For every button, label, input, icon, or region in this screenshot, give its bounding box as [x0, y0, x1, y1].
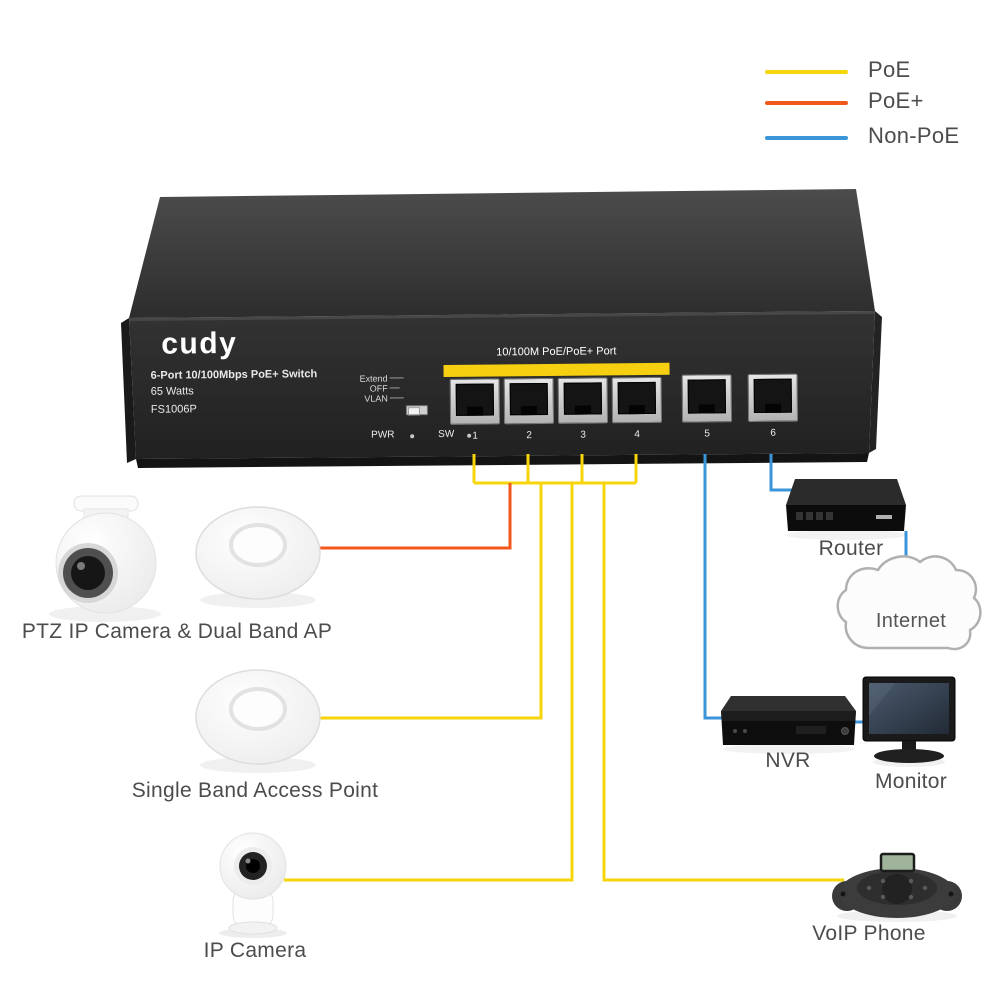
- ethernet-port-4: [611, 376, 663, 424]
- non-poe-wire-router: [769, 454, 792, 492]
- port-number-4: 4: [634, 429, 640, 441]
- port-number-3: 3: [580, 429, 586, 441]
- port-number-6: 6: [770, 427, 776, 439]
- dip-label-extend: Extend: [359, 373, 388, 384]
- legend-line-poe: [765, 70, 848, 74]
- label-monitor: Monitor: [874, 770, 948, 793]
- poe-wire-voip-phone: [602, 483, 844, 882]
- legend-label-non-poe: Non-PoE: [868, 123, 960, 148]
- dip-tick: [389, 387, 400, 389]
- legend-line-non-poe: [765, 136, 848, 140]
- single-band-ap-illustration: [195, 669, 321, 773]
- router-illustration: [786, 479, 906, 540]
- poe-wire-ip-camera: [284, 483, 574, 882]
- legend-label-poe-plus: PoE+: [868, 88, 924, 113]
- voip-phone-illustration: [832, 852, 962, 922]
- legend-line-poe-plus: [765, 101, 848, 105]
- ip-camera-illustration: [219, 832, 287, 938]
- dip-label-off: OFF: [369, 383, 388, 394]
- label-single-ap: Single Band Access Point: [131, 779, 379, 802]
- label-internet: Internet: [875, 610, 947, 632]
- poe-port-group-bar: [443, 362, 670, 377]
- ethernet-port-2: [503, 377, 555, 425]
- label-nvr: NVR: [765, 749, 811, 772]
- dip-tick: [389, 377, 404, 379]
- connection-wires: [284, 454, 908, 882]
- ptz-camera-illustration: [49, 495, 161, 622]
- switch-title: 6-Port 10/100Mbps PoE+ Switch: [150, 368, 318, 382]
- brand-logo: cudy: [161, 326, 238, 361]
- port-number-1: 1: [472, 430, 479, 442]
- internet-cloud-illustration: [836, 555, 982, 651]
- dip-tick: [389, 397, 404, 399]
- pwr-led-label: PWR: [371, 429, 395, 441]
- label-ptz-and-ap: PTZ IP Camera & Dual Band AP: [21, 620, 333, 643]
- ethernet-port-5: [681, 374, 733, 423]
- label-ip-camera: IP Camera: [203, 939, 307, 962]
- dip-switch-toggle: [405, 405, 428, 416]
- poe-port-group-label: 10/100M PoE/PoE+ Port: [496, 345, 617, 359]
- port-number-2: 2: [526, 430, 533, 442]
- ethernet-port-6: [747, 373, 799, 423]
- label-voip-phone: VoIP Phone: [812, 922, 926, 945]
- port-number-5: 5: [704, 428, 710, 440]
- monitor-illustration: [862, 676, 956, 767]
- switch-watts: 65 Watts: [150, 385, 194, 398]
- label-router: Router: [818, 537, 884, 560]
- poe-plus-wire-dual-ap: [320, 483, 512, 550]
- poe-wire-stubs-and-bus: [472, 454, 638, 485]
- legend-label-poe: PoE: [868, 57, 911, 82]
- poe-wire-single-ap: [320, 483, 543, 720]
- dual-band-ap-illustration: [195, 506, 321, 608]
- switch-model: FS1006P: [150, 403, 197, 416]
- pwr-led: [410, 434, 415, 439]
- ethernet-port-3: [557, 377, 609, 424]
- dip-label-vlan: VLAN: [364, 393, 388, 404]
- non-poe-wire-nvr: [703, 454, 726, 720]
- nvr-illustration: [721, 696, 856, 754]
- switch-front-panel: cudy 6-Port 10/100Mbps PoE+ Switch 65 Wa…: [125, 309, 882, 462]
- ethernet-port-1: [449, 378, 501, 425]
